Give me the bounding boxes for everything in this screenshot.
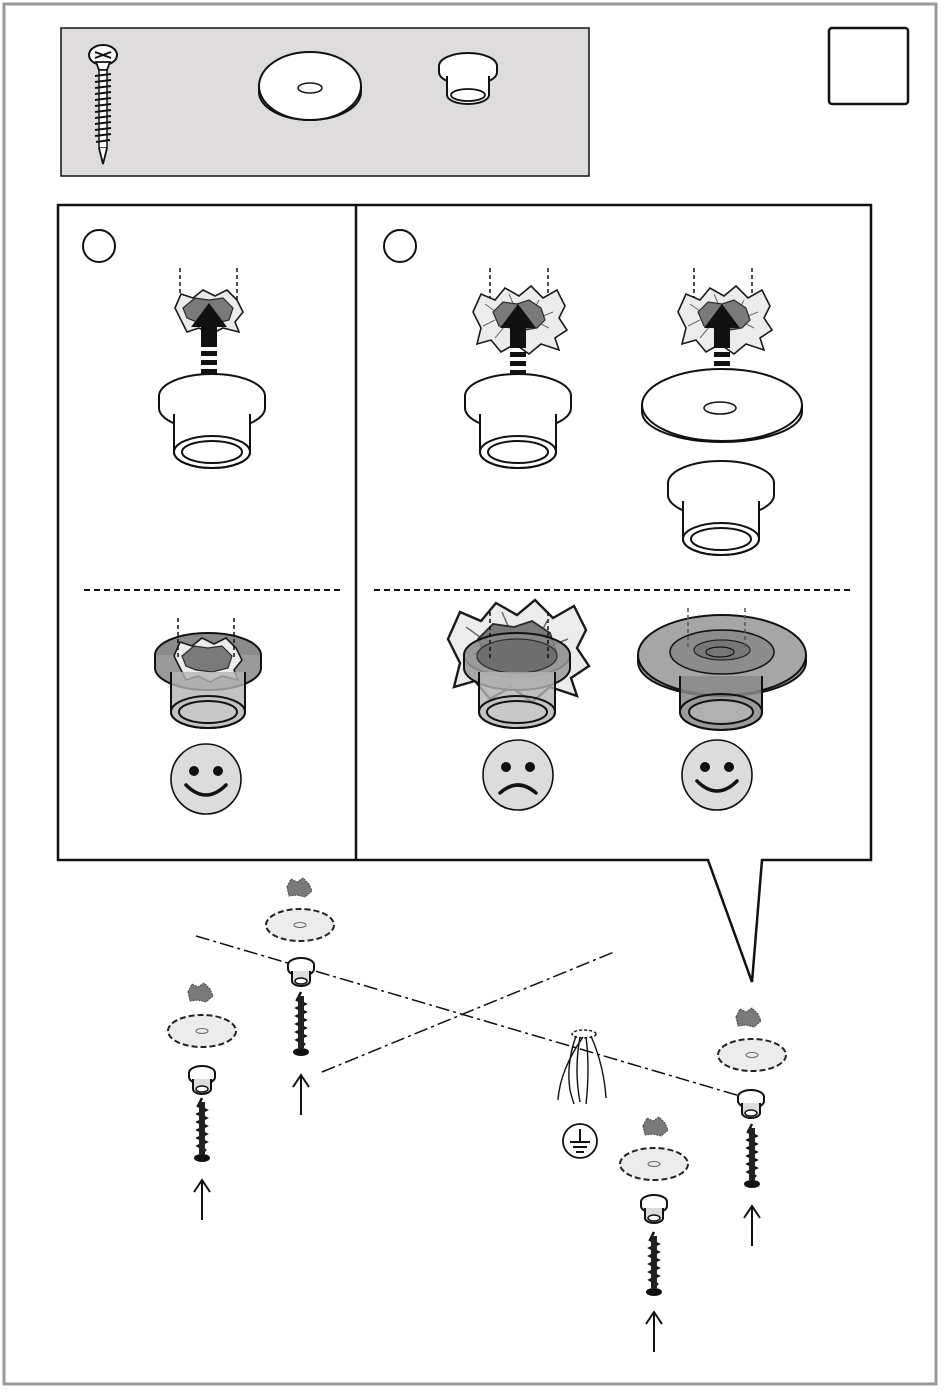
up-arrow-icon <box>194 1180 210 1220</box>
smiley-happy-icon <box>171 744 241 814</box>
smiley-happy-icon <box>682 740 752 810</box>
earth-ground-icon <box>563 1124 597 1158</box>
sleeve-plug <box>159 374 265 468</box>
electrical-wires <box>558 1030 606 1104</box>
up-arrow-icon <box>293 1075 309 1115</box>
parts-panel <box>61 28 589 176</box>
sleeve-plug <box>465 374 571 468</box>
smiley-sad-icon <box>483 740 553 810</box>
case-a-marker <box>83 230 115 262</box>
up-arrow-icon <box>646 1312 662 1352</box>
mount-point <box>620 1117 688 1352</box>
case-b-marker <box>384 230 416 262</box>
mount-point <box>718 1008 786 1246</box>
mount-point <box>266 878 334 1115</box>
mount-point <box>168 983 236 1220</box>
step-number-box <box>829 28 908 104</box>
cover-disc <box>642 369 802 442</box>
sleeve-plug-icon <box>439 53 497 104</box>
cover-disc-icon <box>259 52 361 120</box>
sleeve-plug <box>668 461 774 555</box>
up-arrow-icon <box>744 1206 760 1246</box>
installation-overview <box>168 878 786 1352</box>
